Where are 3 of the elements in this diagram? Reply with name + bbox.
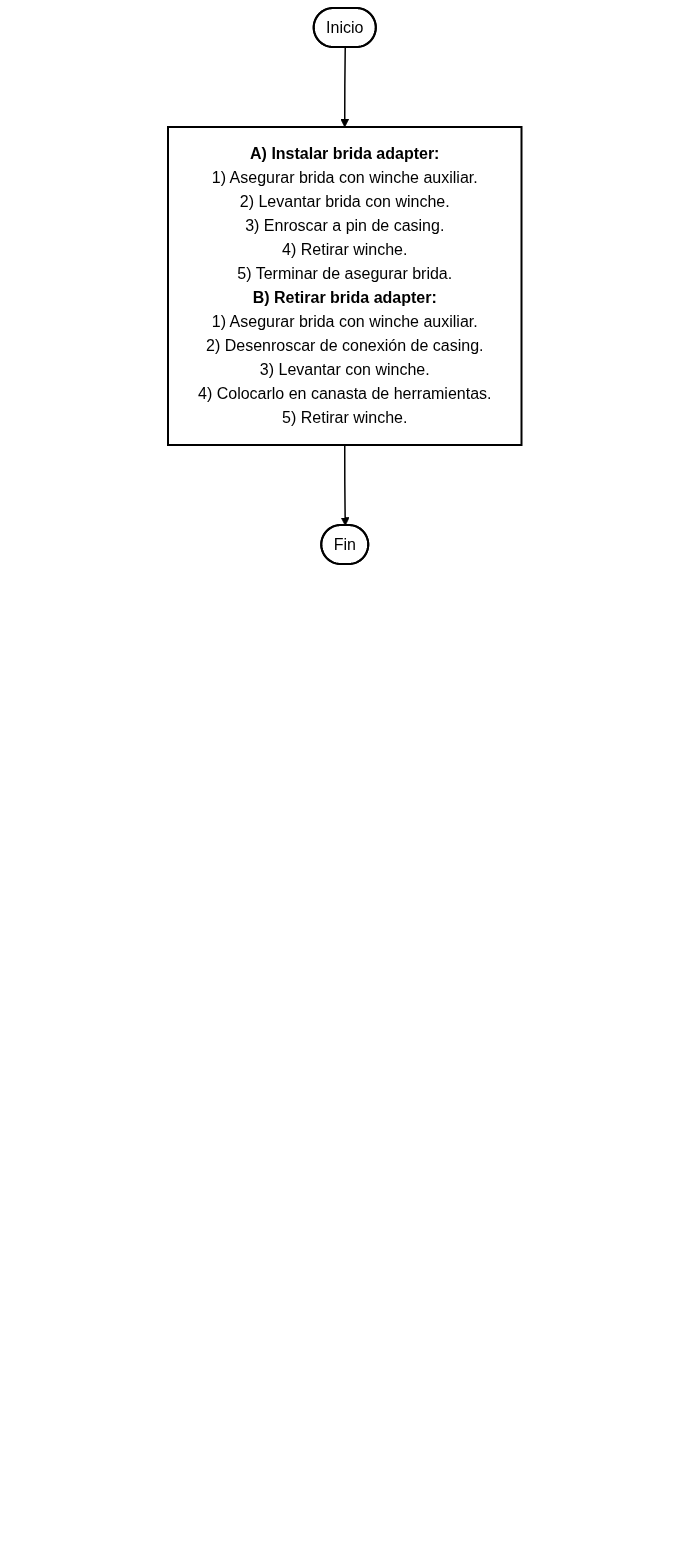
arrow [341,444,350,526]
node-box: A) Instalar brida adapter: 1) Asegurar brida con winche auxiliar. 2) Levantar brida con winche. 3) Enroscar a pin de casing. 4) Retirar winche. 5) Terminar de asegurar brida. B) Retirar brida adapter: 1) Asegurar brida con winche auxiliar. 2) Desenroscar de conexión de casing. 3) Levantar con winche. 4) Colocarlo en canasta de herramientas. 5) Retirar winche. [167,126,523,446]
arrow [340,46,350,128]
